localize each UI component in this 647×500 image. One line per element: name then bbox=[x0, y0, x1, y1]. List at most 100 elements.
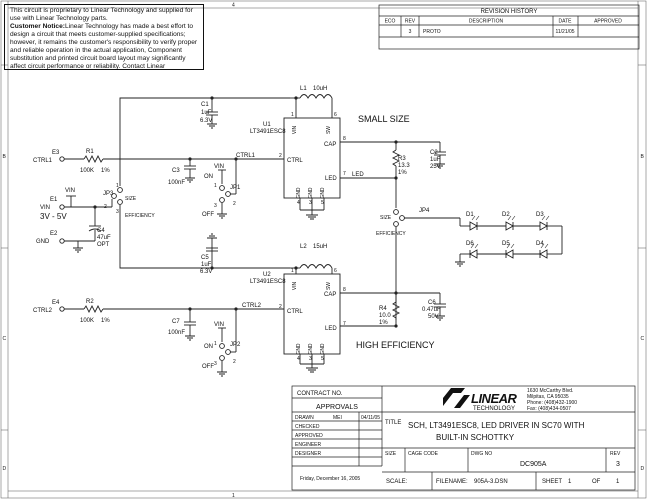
u1-ctrl-pin: CTRL bbox=[287, 158, 303, 164]
r2-value: 100K bbox=[80, 318, 94, 324]
jp3-pin1: 1 bbox=[116, 183, 119, 189]
rev-label: REV bbox=[610, 451, 621, 457]
jp2-pin3: 3 bbox=[214, 361, 217, 367]
revision-history-table: REVISION HISTORY ECO REV DESCRIPTION DAT… bbox=[378, 4, 640, 50]
c5-voltage: 6.3V bbox=[200, 269, 212, 275]
u2-gnd-5: GND bbox=[320, 343, 326, 355]
u2-pin2-num: 2 bbox=[279, 304, 282, 310]
led-d2 bbox=[505, 221, 514, 231]
jp1-pin1: 1 bbox=[214, 183, 217, 189]
filename-label: FILENAME: bbox=[436, 479, 468, 485]
e2-ref: E2 bbox=[50, 231, 58, 237]
checked-label: CHECKED bbox=[295, 424, 320, 430]
scale-label: SCALE: bbox=[386, 479, 408, 485]
rev-value: 3 bbox=[616, 461, 620, 468]
dwg-no: DC905A bbox=[520, 461, 547, 468]
contract-no-label: CONTRACT NO. bbox=[297, 391, 343, 397]
r1-ref: R1 bbox=[86, 149, 94, 155]
c1-voltage: 6.3V bbox=[200, 118, 212, 124]
u1-pin5-num: 5 bbox=[321, 200, 324, 206]
u1-vin-pin: VIN bbox=[292, 125, 298, 134]
jp4-efficiency: EFFICIENCY bbox=[376, 231, 406, 237]
resistor-r2 bbox=[83, 304, 104, 314]
d4-label: D4 bbox=[536, 241, 544, 247]
u1-led-pin: LED bbox=[325, 176, 337, 182]
ctrl2-net-label: CTRL2 bbox=[242, 303, 262, 309]
jumper-jp3[interactable] bbox=[111, 187, 123, 205]
c6-voltage: 50V bbox=[428, 314, 439, 320]
terminal-e4[interactable] bbox=[59, 306, 65, 312]
u2-cap-pin: CAP bbox=[324, 292, 336, 298]
u1-part: LT3491ESC8 bbox=[250, 129, 286, 135]
terminal-e2[interactable] bbox=[59, 238, 65, 244]
rev-row-rev: 3 bbox=[409, 29, 412, 35]
r2-ref: R2 bbox=[86, 299, 94, 305]
jp1-on: ON bbox=[204, 174, 213, 180]
d5-label: D5 bbox=[502, 241, 510, 247]
of-value: 1 bbox=[616, 479, 620, 485]
border-letter-c-right: C bbox=[641, 336, 645, 342]
l1-ref: L1 bbox=[300, 86, 307, 92]
c3-ref: C3 bbox=[172, 168, 180, 174]
terminal-e1[interactable] bbox=[59, 204, 65, 210]
d1-label: D1 bbox=[466, 212, 474, 218]
engineer-label: ENGINEER bbox=[295, 442, 322, 448]
u1-pin7-num: 7 bbox=[343, 171, 346, 177]
r4-value: 10.0 bbox=[379, 313, 391, 319]
c6-value: 0.47uF bbox=[422, 307, 441, 313]
c4-note: OPT bbox=[97, 242, 110, 248]
jp1-off: OFF bbox=[202, 212, 214, 218]
e4-ref: E4 bbox=[52, 300, 60, 306]
u2-led-pin: LED bbox=[325, 326, 337, 332]
c1-value: 1uF bbox=[201, 110, 212, 116]
jumper-jp4[interactable] bbox=[393, 209, 405, 227]
sheet-value: 1 bbox=[568, 479, 572, 485]
border-number-top: 4 bbox=[232, 3, 235, 9]
e1-label: VIN bbox=[40, 205, 50, 211]
title-line-1: SCH, LT3491ESC8, LED DRIVER IN SC70 WITH bbox=[408, 421, 585, 430]
jp4-size: SIZE bbox=[380, 215, 392, 221]
e4-label: CTRL2 bbox=[33, 308, 53, 314]
address-line-3: Phone: (408)432-1900 bbox=[527, 400, 577, 406]
r4-tol: 1% bbox=[379, 320, 388, 326]
notice-heading: Customer Notice: bbox=[10, 23, 65, 30]
l2-ref: L2 bbox=[300, 244, 307, 250]
u1-pin4-num: 4 bbox=[297, 200, 300, 206]
border-number-bottom: 1 bbox=[232, 493, 235, 499]
c5-value: 1uF bbox=[201, 262, 212, 268]
u1-gnd-3: GND bbox=[308, 187, 314, 199]
jp4-ref: JP4 bbox=[419, 208, 430, 214]
cage-code-label: CAGE CODE bbox=[408, 451, 439, 457]
ic-u1 bbox=[283, 117, 341, 199]
l2-value: 15uH bbox=[313, 244, 327, 250]
sheet-label: SHEET bbox=[542, 479, 562, 485]
rev-header-description: DESCRIPTION bbox=[469, 19, 504, 25]
drawn-label: DRAWN bbox=[295, 415, 314, 421]
filename: 905A-3.DSN bbox=[474, 479, 508, 485]
u2-part: LT3491ESC8 bbox=[250, 279, 286, 285]
e2-label: GND bbox=[36, 239, 50, 245]
u1-gnd-5: GND bbox=[320, 187, 326, 199]
inductor-l2 bbox=[299, 264, 333, 269]
e3-ref: E3 bbox=[52, 150, 60, 156]
u1-pin2-num: 2 bbox=[279, 153, 282, 159]
terminal-e3[interactable] bbox=[59, 156, 65, 162]
title-block bbox=[291, 385, 636, 491]
jp1-vin-flag: VIN bbox=[214, 164, 224, 170]
u2-gnd-4: GND bbox=[296, 343, 302, 355]
e1-ref: E1 bbox=[50, 197, 58, 203]
jumper-jp2[interactable] bbox=[219, 343, 231, 361]
date-line: Friday, December 16, 2005 bbox=[300, 476, 360, 482]
led-net-label: LED bbox=[352, 172, 364, 178]
jumper-jp1[interactable] bbox=[219, 185, 231, 203]
title-label: TITLE bbox=[385, 420, 401, 426]
resistor-r1 bbox=[83, 154, 104, 164]
d3-label: D3 bbox=[536, 212, 544, 218]
c2-ref: C2 bbox=[430, 150, 438, 156]
u2-sw-pin: SW bbox=[326, 282, 332, 290]
title-line-2: BUILT-IN SCHOTTKY bbox=[436, 433, 515, 442]
led-d5 bbox=[505, 249, 514, 259]
c5-ref: C5 bbox=[201, 255, 209, 261]
resistor-r3 bbox=[391, 149, 401, 167]
